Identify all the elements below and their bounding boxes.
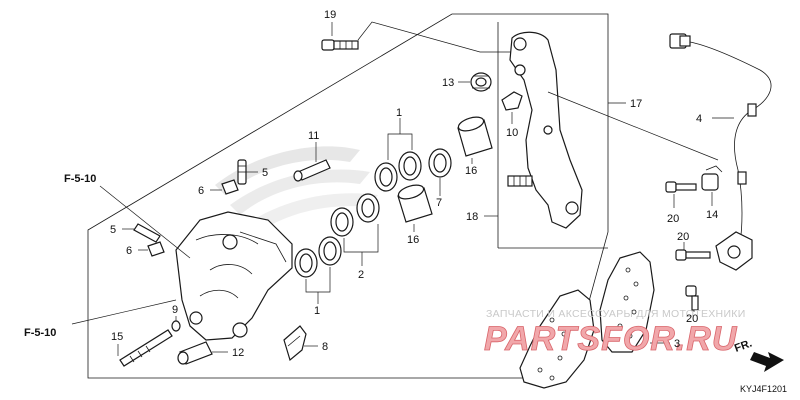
leader-sensor-bracket [547,91,719,161]
callout-1-upper: 1 [396,107,402,119]
bolt-20-middle [675,249,711,261]
cap-6-lower [147,241,165,257]
watermark-logo: PARTSFOR.RU [484,320,738,358]
callout-20-middle: 20 [677,231,689,243]
cap-6-upper [221,179,239,195]
callout-1-lower: 1 [314,305,320,317]
leader-ref-upper [99,185,191,259]
clamp-14 [701,165,723,191]
speed-sensor [715,231,753,271]
callout-8: 8 [322,341,328,353]
callout-2: 2 [358,269,364,281]
clip-10 [501,91,523,111]
callout-16-lower: 16 [407,234,419,246]
caliper-bracket [507,31,583,229]
callout-6-lower: 6 [126,245,132,257]
brake-pad-3-rear [519,289,595,389]
callout-19: 19 [324,9,336,21]
callout-3: 3 [674,338,680,350]
callout-10: 10 [506,127,518,139]
callout-11: 11 [308,130,319,142]
pin-12 [177,341,213,365]
callout-7: 7 [436,197,442,209]
ref-label-upper: F-5-10 [64,173,96,185]
seal-ring-2 [330,193,380,237]
catalog-code: KYJ4F1201 [740,384,787,394]
callout-18: 18 [466,211,478,223]
callout-6-upper: 6 [198,185,204,197]
watermark-line1: ЗАПЧАСТИ И АКСЕССУАРЫ ДЛЯ МОТОТЕХНИКИ [486,308,746,320]
seal-7 [428,148,452,178]
assembly-frame [87,13,609,379]
leader-2 [343,224,379,253]
front-direction-arrow [750,352,784,372]
seal-ring-1-upper [374,151,422,192]
bolt-20-upper [665,181,697,193]
callout-17: 17 [630,98,642,110]
leader-ref-lower [71,299,177,325]
ref-label-lower: F-5-10 [24,327,56,339]
callout-5-lower: 5 [110,224,116,236]
callout-4: 4 [696,113,702,125]
washer-9 [171,320,181,332]
bolt-20-lower [685,285,699,311]
sensor-cable-4 [669,33,772,245]
honda-wing-watermark [215,146,378,235]
brake-pad-3-front [599,251,655,353]
bleeder-5-lower [133,223,161,243]
pin-11 [293,159,331,182]
bolt-15 [119,329,173,367]
callout-20-lower: 20 [686,313,698,325]
callout-5-upper: 5 [262,167,268,179]
callout-9: 9 [172,304,178,316]
bleeder-5-upper [237,159,247,185]
piston-16-lower [397,184,433,223]
callout-12: 12 [232,347,244,359]
spring-8 [283,325,307,362]
seal-ring-1-lower [294,236,342,278]
callout-15: 15 [111,331,123,343]
boot-13 [470,72,492,92]
callout-13: 13 [442,77,454,89]
bolt-19 [321,39,359,51]
callout-16-upper: 16 [465,165,477,177]
callout-20-upper: 20 [667,213,679,225]
caliper-body [175,211,293,341]
callout-14: 14 [706,209,718,221]
leader-19-bracket [357,21,514,53]
piston-16-upper [457,116,493,157]
front-direction-label: FR. [733,337,754,354]
